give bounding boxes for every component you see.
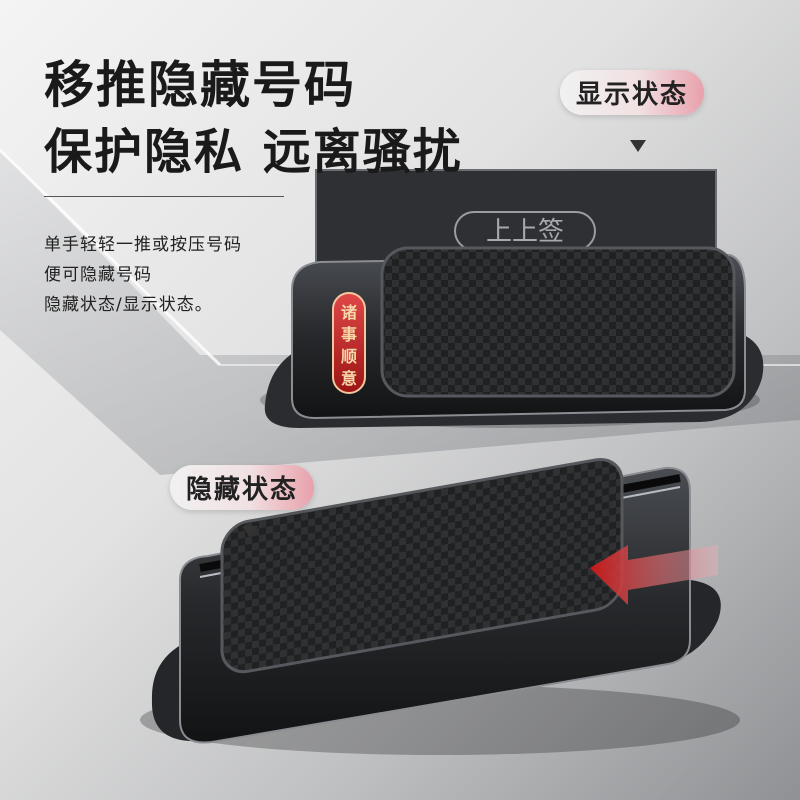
headline-line-1: 移推隐藏号码 [44, 56, 356, 114]
headline-line-2: 保护隐私 远离骚扰 [44, 124, 463, 180]
description: 单手轻轻一推或按压号码 便可隐藏号码 隐藏状态/显示状态。 [44, 230, 242, 320]
product-hidden-state [140, 457, 740, 755]
shown-state-badge: 显示状态 [560, 70, 705, 115]
description-line-2: 便可隐藏号码 [44, 265, 152, 285]
description-line-3: 隐藏状态/显示状态。 [44, 295, 213, 315]
product-shown-state [260, 169, 764, 428]
carbon-slider-hidden [220, 457, 624, 674]
slide-arrow-icon [590, 545, 718, 605]
badge-pointer-icon [242, 526, 258, 538]
description-line-1: 单手轻轻一推或按压号码 [44, 235, 242, 255]
red-tag [332, 292, 366, 394]
hidden-state-badge: 隐藏状态 [170, 465, 315, 510]
carbon-slider [380, 246, 736, 398]
badge-pointer-icon [630, 140, 646, 152]
divider [44, 196, 284, 197]
